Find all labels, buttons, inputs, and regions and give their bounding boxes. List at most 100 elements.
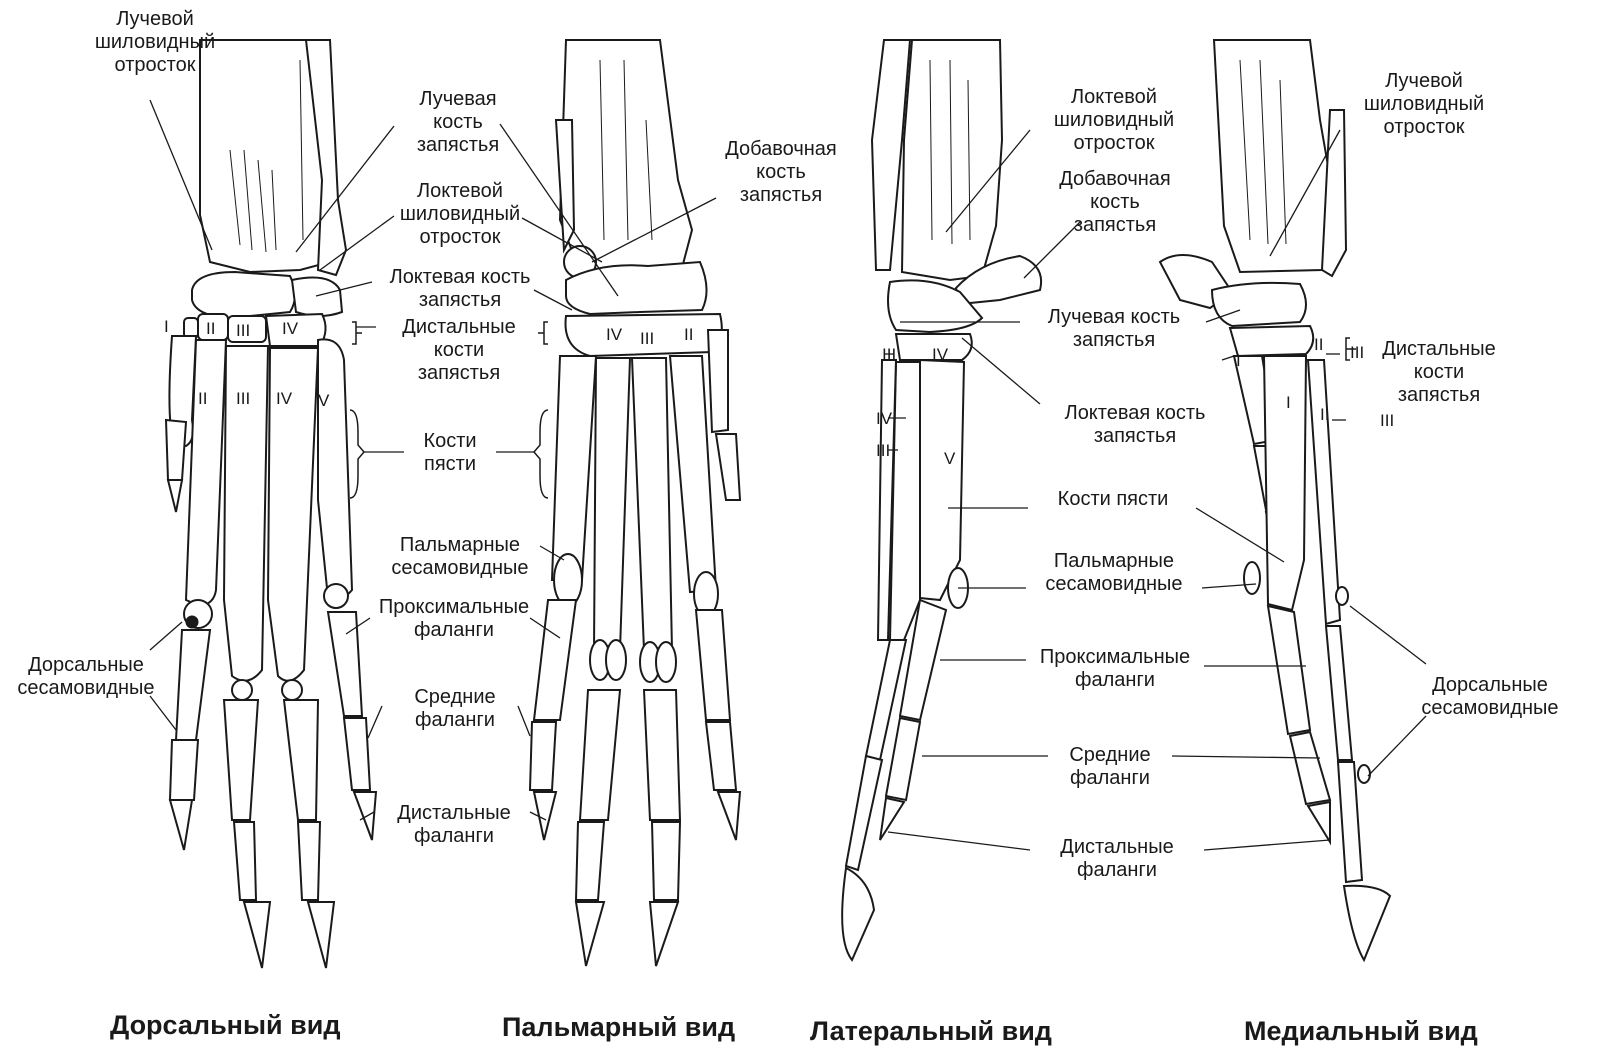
- num-medial-I-carpal: I: [1236, 351, 1241, 370]
- dorsal-sesamoid-V: [323, 583, 349, 609]
- num-palmar-III: III: [640, 329, 655, 348]
- lateral-proximal-phalanx: [898, 598, 948, 722]
- num-medial-III-metacarpal: III: [1380, 411, 1395, 430]
- label-ulnar-styloid-lateral: Локтевой шиловидный отросток: [1053, 86, 1175, 154]
- palmar-sesamoid-IV-b: [605, 639, 627, 681]
- label-dorsal-sesamoids-dorsal: Дорсальные сесамовидные: [17, 654, 155, 699]
- label-dorsal-sesamoids-medial: Дорсальные сесамовидные: [1421, 674, 1559, 719]
- label-proximal-phalanges-lateral: Проксимальные фаланги: [1039, 646, 1191, 691]
- num-medial-I-metacarpal: I: [1286, 393, 1291, 412]
- label-metacarpals-lateral: Кости пясти: [1057, 488, 1169, 510]
- dorsal-middle-phalanx-II: [168, 739, 200, 801]
- palmar-middle-phalanx-IV: [574, 821, 606, 901]
- medial-proximal-phalanx: [1266, 604, 1312, 736]
- medial-view-drawing: [1158, 39, 1392, 963]
- palmar-sesamoid-III-b: [655, 641, 677, 683]
- view-title-palmar: Пальмарный вид: [502, 1012, 736, 1042]
- medial-distal-phalanx-back: [1342, 884, 1392, 963]
- num-lateral-III-metacarpal: III: [876, 441, 891, 460]
- medial-radial-carpal: [1210, 281, 1307, 328]
- label-radial-carpal-lateral: Лучевая кость запястья: [1047, 306, 1181, 351]
- num-dorsal-I: I: [164, 317, 169, 336]
- medial-proximal-phalanx-back: [1324, 625, 1354, 761]
- num-lateral-IV-carpal: IV: [932, 345, 949, 364]
- palmar-proximal-phalanx-III: [642, 689, 682, 821]
- palmar-radius-shading: [599, 59, 653, 241]
- dorsal-proximal-phalanx-IV: [282, 699, 320, 821]
- medial-metacarpal-III: [1306, 359, 1342, 626]
- palmar-metacarpal-V: [550, 355, 598, 581]
- num-dorsal-IV-metacarpal: IV: [276, 389, 293, 408]
- lateral-ulna: [870, 39, 912, 271]
- num-medial-II-metacarpal: II: [1320, 405, 1330, 424]
- num-dorsal-IV-carpal: IV: [282, 319, 299, 338]
- dorsal-proximal-phalanx-V: [326, 611, 364, 717]
- label-middle-phalanges-dorsal: Средние фаланги: [414, 686, 496, 731]
- dorsal-distal-carpal-III: [227, 315, 267, 343]
- view-title-lateral: Латеральный вид: [810, 1016, 1052, 1046]
- lateral-middle-phalanx: [884, 716, 922, 802]
- view-title-medial: Медиальный вид: [1244, 1016, 1478, 1046]
- palmar-distal-phalanx-IV: [574, 901, 606, 967]
- dorsal-dewclaw-phalanx: [164, 418, 188, 481]
- dorsal-view-drawing: [164, 39, 378, 969]
- dorsal-radial-carpal: [191, 270, 296, 320]
- label-accessory-carpal-lateral: Добавочная кость запястья: [1059, 168, 1171, 236]
- medial-dorsal-sesamoid-upper: [1335, 586, 1349, 606]
- lateral-radius-shading: [929, 59, 971, 245]
- label-distal-carpals-dorsal: Дистальные кости запястья: [402, 316, 516, 384]
- label-ulnar-carpal-dorsal: Локтевая кость запястья: [389, 266, 531, 311]
- leader-lines: [149, 99, 1427, 851]
- dorsal-proximal-phalanx-III: [222, 699, 260, 821]
- dorsal-proximal-phalanx-II: [174, 629, 212, 741]
- dorsal-ulnar-carpal: [290, 276, 344, 317]
- num-palmar-IV: IV: [606, 325, 623, 344]
- dorsal-middle-phalanx-IV: [296, 821, 322, 901]
- lateral-metacarpal-IV: [888, 361, 921, 641]
- num-lateral-V-metacarpal: V: [944, 449, 956, 468]
- medial-metacarpal-II: [1262, 355, 1308, 612]
- label-palmar-sesamoids-lateral: Пальмарные сесамовидные: [1045, 550, 1183, 595]
- label-palmar-sesamoids-dorsal: Пальмарные сесамовидные: [391, 534, 529, 579]
- palmar-metacarpal-II: [668, 355, 718, 594]
- lateral-middle-phalanx-back: [844, 754, 884, 872]
- num-dorsal-III-metacarpal: III: [236, 389, 251, 408]
- lateral-distal-phalanx: [879, 796, 906, 841]
- num-medial-III-carpal: III: [1350, 343, 1365, 362]
- medial-distal-phalanx: [1306, 800, 1331, 846]
- num-dorsal-II-metacarpal: II: [198, 389, 208, 408]
- lateral-view-drawing: [841, 39, 1042, 962]
- dorsal-middle-phalanx-V: [342, 717, 372, 791]
- label-distal-phalanges-lateral: Дистальные фаланги: [1060, 836, 1174, 881]
- dorsal-dewclaw-claw: [166, 479, 184, 513]
- dorsal-distal-phalanx-IV: [306, 901, 336, 969]
- palmar-dewclaw: [714, 433, 742, 501]
- palmar-metacarpal-I: [706, 329, 729, 434]
- medial-distal-carpals: [1228, 324, 1315, 358]
- dorsal-radius-shading: [229, 59, 304, 253]
- palmar-middle-phalanx-II: [704, 721, 738, 791]
- view-title-dorsal: Дорсальный вид: [110, 1010, 341, 1040]
- medial-radius: [1212, 39, 1336, 274]
- num-dorsal-III-carpal: III: [236, 321, 251, 340]
- dorsal-distal-phalanx-V: [352, 791, 378, 841]
- lateral-metacarpal-III: [876, 359, 898, 641]
- label-ulnar-carpal-lateral: Локтевая кость запястья: [1064, 402, 1206, 447]
- label-ulnar-styloid-dorsal: Локтевой шиловидный отросток: [399, 180, 521, 248]
- label-metacarpals-dorsal: Кости пясти: [423, 430, 477, 475]
- palmar-middle-phalanx-III: [650, 821, 682, 901]
- palmar-metacarpal-IV: [592, 357, 632, 651]
- dorsal-middle-phalanx-III: [232, 821, 258, 901]
- lateral-metacarpal-V: [919, 358, 966, 602]
- palmar-middle-phalanx-V: [528, 721, 558, 791]
- label-distal-phalanges-dorsal: Дистальные фаланги: [397, 802, 511, 847]
- medial-palmar-sesamoid: [1243, 561, 1261, 595]
- label-radial-styloid-medial: Лучевой шиловидный отросток: [1363, 70, 1485, 138]
- palmar-sesamoid-V: [553, 553, 583, 607]
- num-lateral-IV-metacarpal: IV: [876, 409, 893, 428]
- medial-dorsal-sesamoid-lower: [1357, 764, 1371, 784]
- num-palmar-II: II: [684, 325, 694, 344]
- palmar-distal-phalanx-II: [716, 791, 742, 841]
